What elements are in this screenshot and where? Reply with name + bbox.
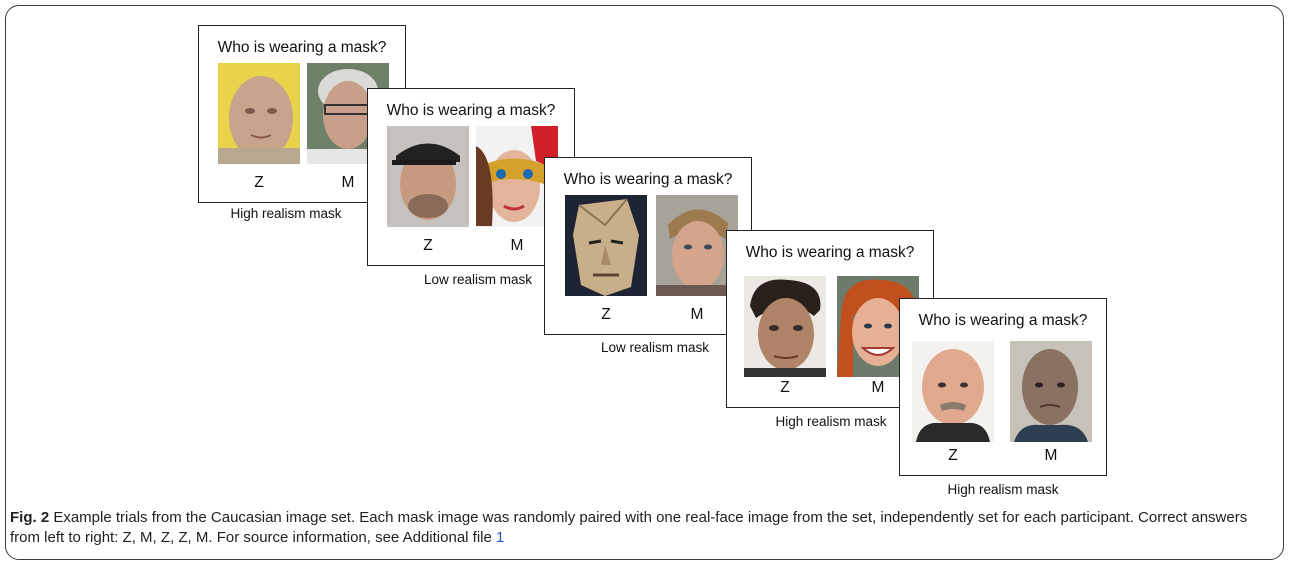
key-label-z: Z	[601, 306, 611, 323]
real-face-image	[307, 63, 389, 164]
key-label-z: Z	[948, 447, 958, 464]
figure-frame	[5, 5, 1284, 560]
real-face-image	[656, 195, 738, 296]
mask-face-image	[218, 63, 300, 164]
key-label-z: Z	[780, 379, 790, 396]
trial-card-2: Who is wearing a mask? Z M	[367, 88, 575, 266]
trial-caption: High realism mask	[775, 414, 887, 429]
trial-card-3: Who is wearing a mask? Z M	[544, 157, 752, 335]
key-label-m: M	[510, 237, 524, 254]
trial-caption: High realism mask	[947, 482, 1059, 497]
trial-question: Who is wearing a mask?	[563, 171, 733, 188]
trial-caption: Low realism mask	[600, 340, 710, 355]
figure-caption-text: Example trials from the Caucasian image …	[10, 509, 1248, 546]
trial-card-4: Who is wearing a mask? Z M	[726, 230, 934, 408]
mask-face-image	[744, 276, 826, 377]
key-label-m: M	[341, 174, 355, 191]
real-face-image	[387, 126, 469, 227]
mask-face-image	[1010, 341, 1092, 442]
real-face-image	[912, 341, 994, 442]
trial-card-5: Who is wearing a mask? Z M	[899, 298, 1107, 476]
trial-question: Who is wearing a mask?	[386, 102, 556, 119]
trial-question: Who is wearing a mask?	[217, 39, 387, 56]
key-label-m: M	[690, 306, 704, 323]
figure-caption: Fig. 2 Example trials from the Caucasian…	[10, 508, 1278, 548]
key-label-m: M	[1044, 447, 1058, 464]
additional-file-link[interactable]: 1	[496, 529, 505, 546]
key-label-z: Z	[254, 174, 264, 191]
key-label-m: M	[871, 379, 885, 396]
trial-question: Who is wearing a mask?	[918, 312, 1088, 329]
key-label-z: Z	[423, 237, 433, 254]
trial-caption: Low realism mask	[423, 272, 533, 287]
trial-caption: High realism mask	[230, 206, 342, 221]
figure-label: Fig. 2	[10, 509, 50, 526]
trial-question: Who is wearing a mask?	[745, 244, 915, 261]
mask-face-image	[565, 195, 647, 296]
